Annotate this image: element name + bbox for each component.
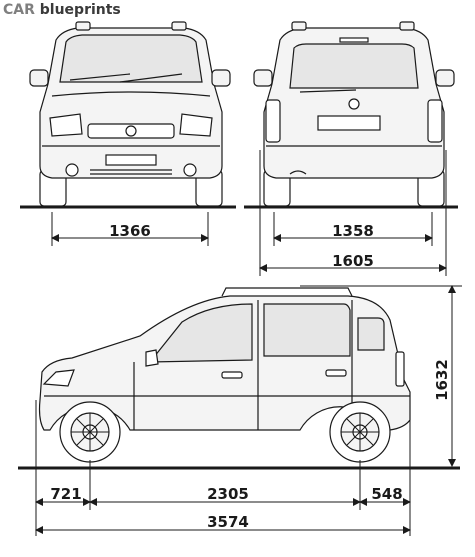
rear-view bbox=[253, 21, 455, 207]
wheelbase-label: 2305 bbox=[207, 485, 249, 503]
front-windshield bbox=[59, 34, 203, 83]
front-roof-rail-right bbox=[171, 21, 187, 31]
side-headlight bbox=[42, 369, 75, 387]
front-view bbox=[29, 21, 231, 207]
front-foglight-left bbox=[65, 163, 79, 177]
rear-taillight-right bbox=[427, 99, 443, 143]
front-headlight-left bbox=[49, 113, 83, 137]
front-overhang-label: 721 bbox=[50, 485, 81, 503]
rear-wiper bbox=[299, 89, 357, 93]
side-rear-window bbox=[263, 303, 351, 357]
overall-width-label: 1605 bbox=[332, 252, 374, 270]
front-plate bbox=[105, 154, 157, 166]
rear-plate bbox=[317, 115, 381, 131]
side-mirror bbox=[145, 349, 159, 367]
rear-mirror-right bbox=[435, 69, 455, 87]
side-view bbox=[38, 287, 411, 463]
front-foglight-right bbox=[183, 163, 197, 177]
front-badge bbox=[125, 125, 137, 137]
height-label: 1632 bbox=[433, 359, 451, 401]
rear-overhang-label: 548 bbox=[371, 485, 402, 503]
rear-badge bbox=[348, 98, 360, 110]
front-wipers bbox=[69, 73, 183, 83]
side-quarter-window bbox=[357, 317, 385, 351]
rear-taillight-left bbox=[265, 99, 281, 143]
watermark-blueprints: blueprints bbox=[39, 2, 121, 18]
rear-exhaust bbox=[289, 170, 307, 175]
side-front-handle bbox=[221, 371, 243, 379]
front-mirror-left bbox=[29, 69, 49, 87]
front-roof-rail-left bbox=[75, 21, 91, 31]
rear-roof-rail-left bbox=[291, 21, 307, 31]
front-mirror-right bbox=[211, 69, 231, 87]
rear-window bbox=[289, 43, 419, 89]
watermark-logo: CAR blueprints bbox=[3, 2, 121, 18]
side-taillight bbox=[395, 351, 405, 387]
side-roof-rail bbox=[221, 287, 353, 297]
rear-track-label: 1358 bbox=[332, 222, 374, 240]
rear-brake-light bbox=[339, 37, 369, 43]
overall-length-label: 3574 bbox=[207, 513, 249, 531]
side-front-window bbox=[148, 303, 253, 363]
rear-roof-rail-right bbox=[399, 21, 415, 31]
side-rear-handle bbox=[325, 369, 347, 377]
watermark-car: CAR bbox=[3, 2, 35, 18]
front-track-label: 1366 bbox=[109, 222, 151, 240]
front-headlight-right bbox=[179, 113, 213, 137]
rear-mirror-left bbox=[253, 69, 273, 87]
